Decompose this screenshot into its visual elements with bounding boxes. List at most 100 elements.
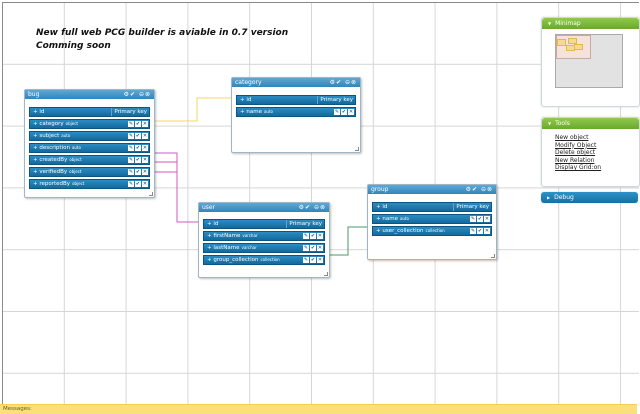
field-row-pk[interactable]: + id Primary key xyxy=(236,95,356,105)
minimap-header[interactable]: ▼Minimap xyxy=(542,18,639,29)
entity-controls-icon[interactable]: ⚙✔ ⊖⊗ xyxy=(123,91,151,98)
check-icon[interactable]: ✔ xyxy=(310,257,316,263)
version-notice: New full web PCG builder is aviable in 0… xyxy=(36,27,288,53)
delete-icon[interactable]: ✕ xyxy=(484,216,490,222)
delete-object-link[interactable]: Delete object xyxy=(555,149,596,156)
edit-icon[interactable]: ✎ xyxy=(128,133,134,139)
messages-bar: Messages: xyxy=(0,404,637,414)
resize-handle[interactable] xyxy=(491,254,495,258)
delete-icon[interactable]: ✕ xyxy=(142,121,148,127)
delete-icon[interactable]: ✕ xyxy=(317,245,323,251)
check-icon[interactable]: ✔ xyxy=(477,216,483,222)
edit-icon[interactable]: ✎ xyxy=(334,109,340,115)
edit-icon[interactable]: ✎ xyxy=(470,228,476,234)
debug-header[interactable]: ▶Debug xyxy=(541,192,638,203)
field-type: varchar xyxy=(241,245,257,250)
check-icon[interactable]: ✔ xyxy=(135,169,141,175)
field-name: + lastName xyxy=(207,245,240,251)
field-name: + name xyxy=(376,216,398,222)
entity-controls-icon[interactable]: ⚙✔ ⊖⊗ xyxy=(329,79,357,86)
display-grid-link[interactable]: Display Grid:on xyxy=(555,164,602,171)
field-name: + reportedBy xyxy=(33,181,71,187)
edit-icon[interactable]: ✎ xyxy=(303,245,309,251)
field-name: + verifiedBy xyxy=(33,169,68,175)
field-name: + user_collection xyxy=(376,228,424,234)
edit-icon[interactable]: ✎ xyxy=(470,216,476,222)
resize-handle[interactable] xyxy=(355,147,359,151)
delete-icon[interactable]: ✕ xyxy=(142,145,148,151)
debug-title: Debug xyxy=(554,194,574,201)
check-icon[interactable]: ✔ xyxy=(310,233,316,239)
entity-controls-icon[interactable]: ⚙✔ ⊖⊗ xyxy=(298,204,326,211)
delete-icon[interactable]: ✕ xyxy=(142,133,148,139)
check-icon[interactable]: ✔ xyxy=(477,228,483,234)
delete-icon[interactable]: ✕ xyxy=(317,257,323,263)
check-icon[interactable]: ✔ xyxy=(135,181,141,187)
entity-title-bar[interactable]: bug ⚙✔ ⊖⊗ xyxy=(25,90,154,99)
check-icon[interactable]: ✔ xyxy=(135,133,141,139)
minimap-panel: ▼Minimap xyxy=(541,17,640,107)
check-icon[interactable]: ✔ xyxy=(135,121,141,127)
delete-icon[interactable]: ✕ xyxy=(142,157,148,163)
primary-key-label: Primary key xyxy=(111,108,147,116)
tools-links: New object Modify Object Delete object N… xyxy=(555,134,601,172)
edit-icon[interactable]: ✎ xyxy=(128,157,134,163)
entity-title: category xyxy=(235,79,262,86)
check-icon[interactable]: ✔ xyxy=(341,109,347,115)
field-name: + subject xyxy=(33,133,60,139)
edit-icon[interactable]: ✎ xyxy=(303,257,309,263)
entity-title: group xyxy=(371,186,389,193)
check-icon[interactable]: ✔ xyxy=(135,157,141,163)
new-relation-link[interactable]: New Relation xyxy=(555,156,595,164)
field-name: + id xyxy=(207,221,219,227)
edit-icon[interactable]: ✎ xyxy=(128,121,134,127)
field-name: + name xyxy=(240,109,262,115)
new-object-link[interactable]: New object xyxy=(555,134,589,141)
delete-icon[interactable]: ✕ xyxy=(142,181,148,187)
delete-icon[interactable]: ✕ xyxy=(317,233,323,239)
field-name: + id xyxy=(33,109,45,115)
edit-icon[interactable]: ✎ xyxy=(128,145,134,151)
entity-title-bar[interactable]: category ⚙✔ ⊖⊗ xyxy=(232,78,360,87)
minimap-view[interactable] xyxy=(555,34,623,88)
edit-icon[interactable]: ✎ xyxy=(128,169,134,175)
check-icon[interactable]: ✔ xyxy=(310,245,316,251)
field-row-pk[interactable]: + id Primary key xyxy=(372,202,492,212)
field-type: collection xyxy=(425,228,445,233)
field-row-pk[interactable]: + id Primary key xyxy=(203,219,325,229)
notice-line-1: New full web PCG builder is aviable in 0… xyxy=(36,28,289,38)
resize-handle[interactable] xyxy=(324,272,328,276)
resize-handle[interactable] xyxy=(149,192,153,196)
modify-object-link[interactable]: Modify Object xyxy=(555,141,597,149)
delete-icon[interactable]: ✕ xyxy=(484,228,490,234)
tools-header[interactable]: ▼Tools xyxy=(542,118,639,129)
edit-icon[interactable]: ✎ xyxy=(303,233,309,239)
collapse-arrow-icon: ▼ xyxy=(548,121,552,126)
delete-icon[interactable]: ✕ xyxy=(348,109,354,115)
entity-title-bar[interactable]: group ⚙✔ ⊖⊗ xyxy=(368,185,496,194)
entity-controls-icon[interactable]: ⚙✔ ⊖⊗ xyxy=(465,186,493,193)
field-name: + firstName xyxy=(207,233,241,239)
entity-title-bar[interactable]: user ⚙✔ ⊖⊗ xyxy=(199,203,329,212)
field-row-pk[interactable]: + id Primary key xyxy=(29,107,150,117)
field-name: + description xyxy=(33,145,70,151)
check-icon[interactable]: ✔ xyxy=(135,145,141,151)
edit-icon[interactable]: ✎ xyxy=(128,181,134,187)
delete-icon[interactable]: ✕ xyxy=(142,169,148,175)
